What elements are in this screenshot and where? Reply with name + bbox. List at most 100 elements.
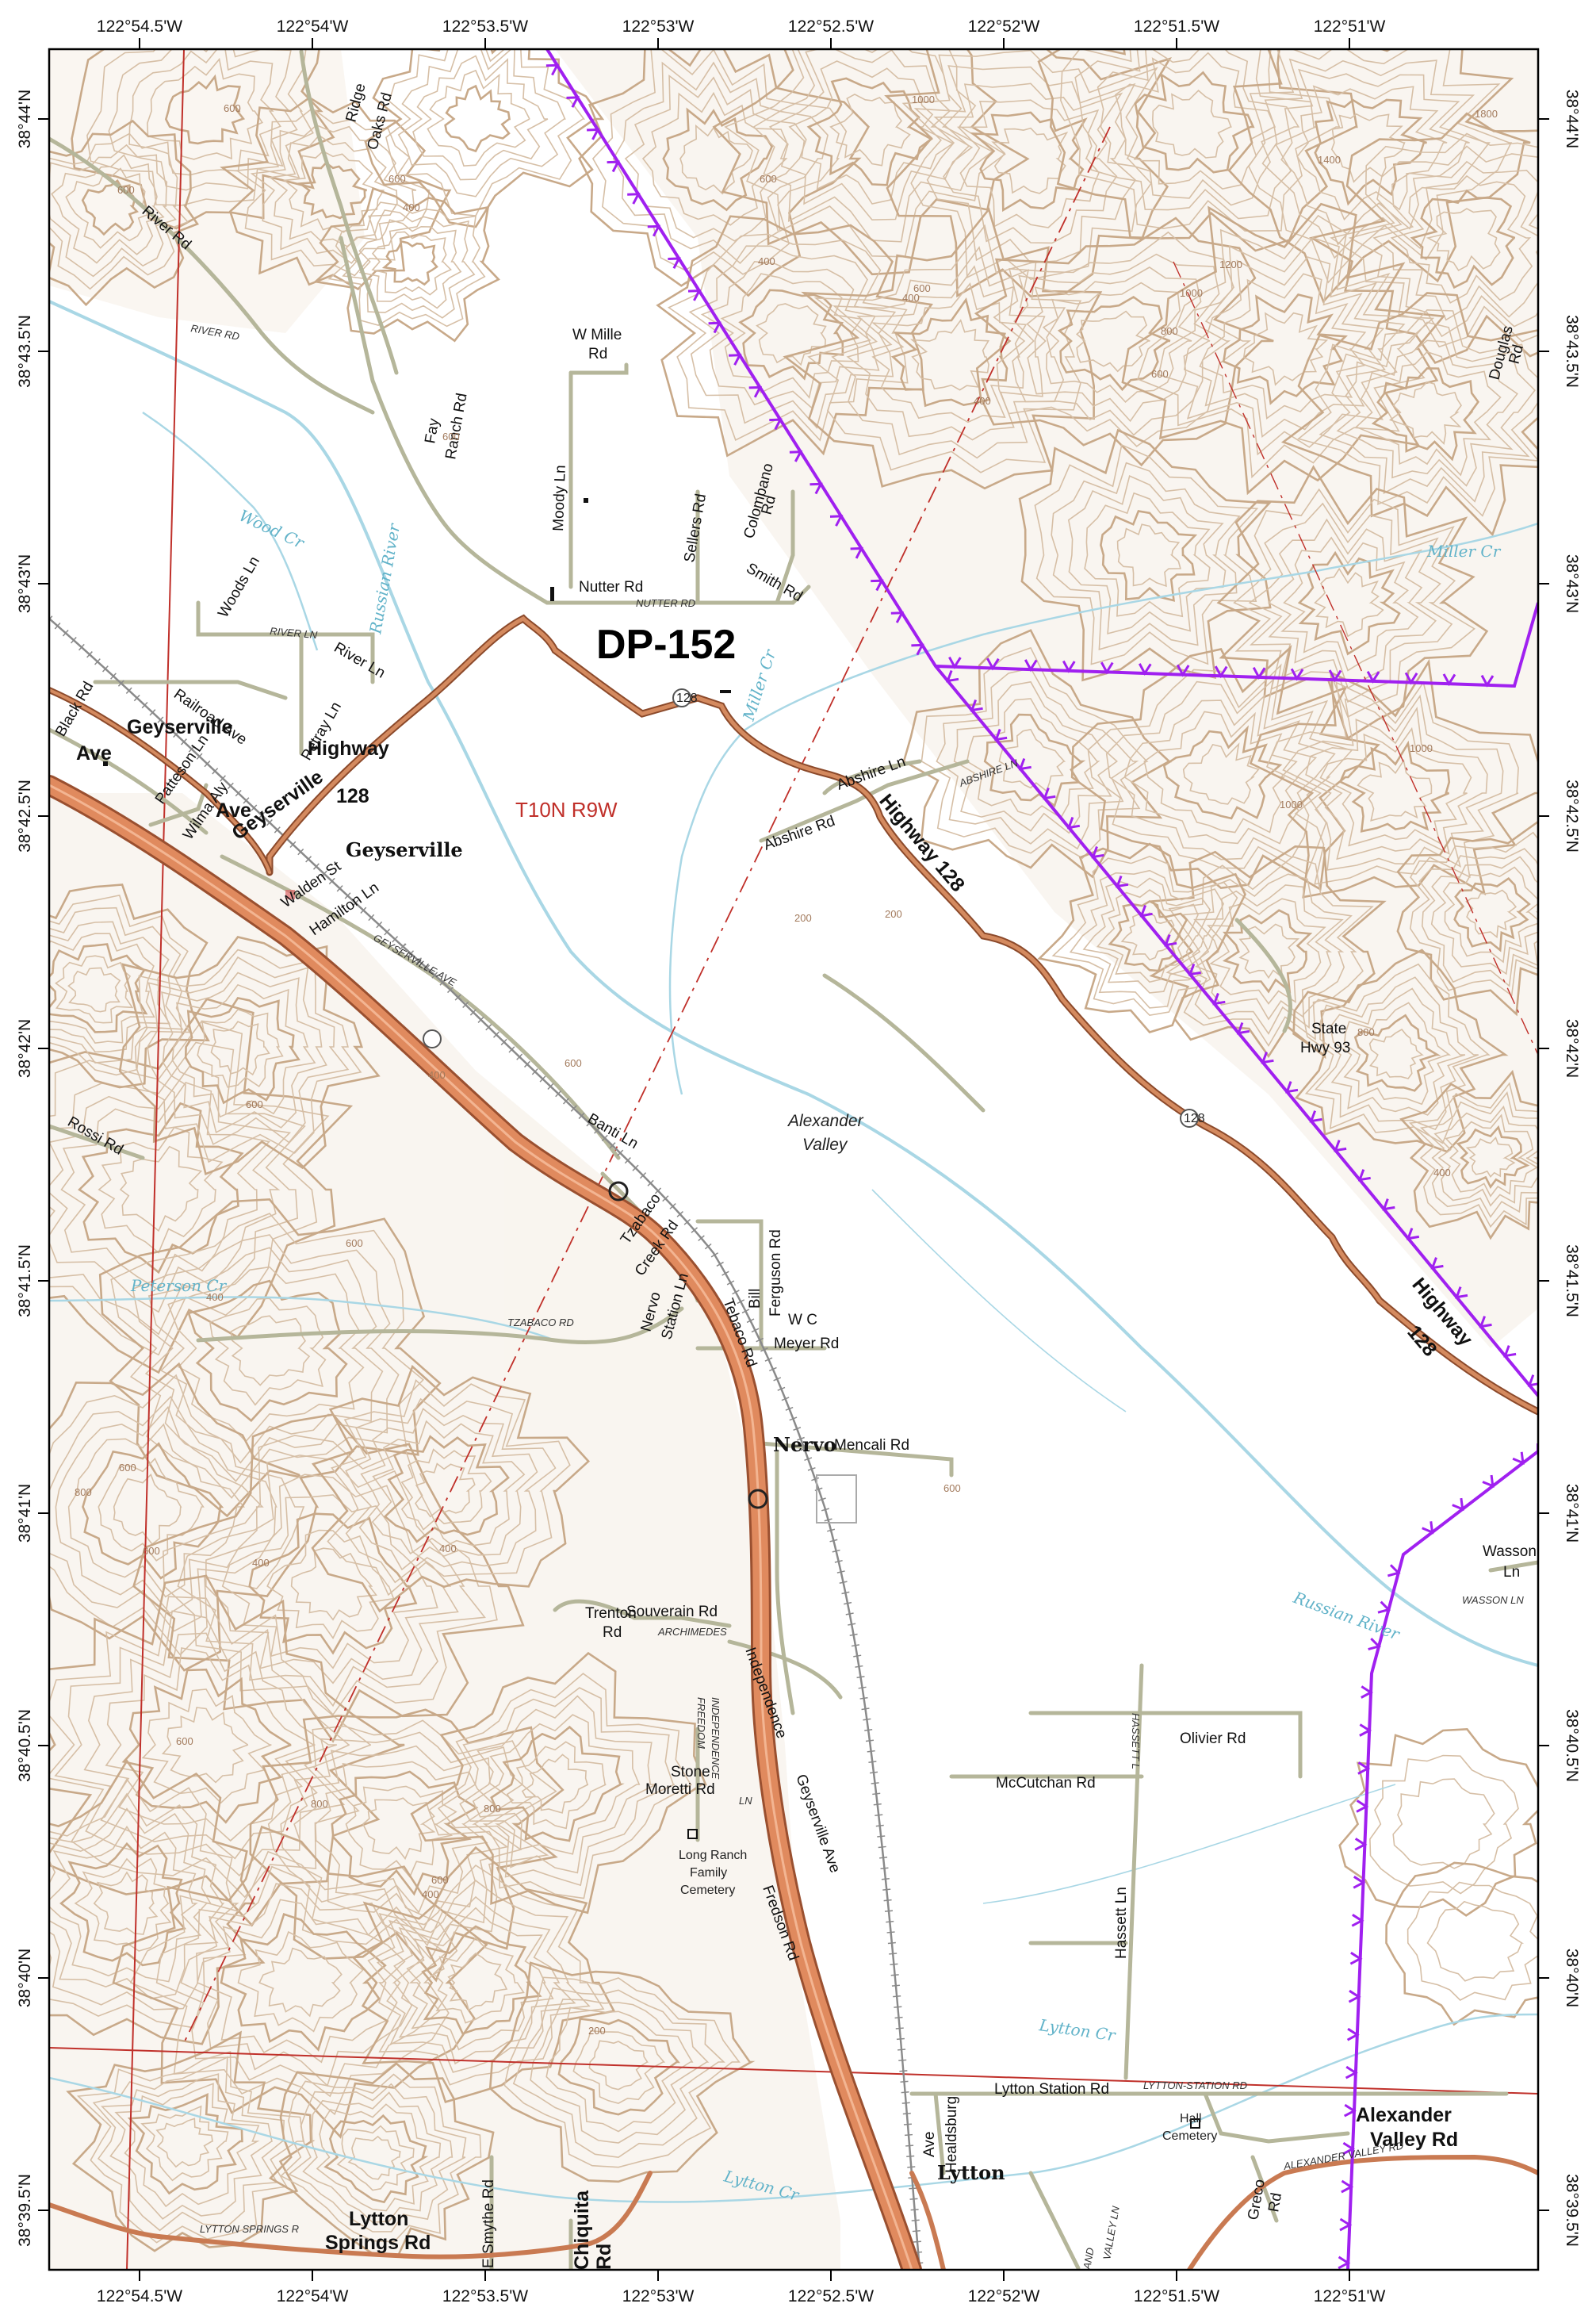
contour-line — [1242, 312, 1329, 386]
contour-line — [1087, 663, 1353, 876]
contour-line — [412, 55, 549, 181]
contour-line — [358, 219, 462, 309]
label-lytton-springs-small: LYTTON SPRINGS R — [200, 2223, 299, 2235]
contour-line — [1465, 1136, 1516, 1179]
fault-tick — [1348, 1989, 1361, 2003]
lat-label-left: 38°44'N — [16, 90, 34, 148]
contour-line — [768, 49, 974, 221]
contour-line — [788, 60, 955, 205]
contour-elevation-label: 600 — [246, 1098, 263, 1110]
contour-line — [1426, 208, 1501, 272]
fault-tick — [1024, 659, 1038, 673]
lon-label-top: 122°54.5'W — [97, 17, 182, 36]
contour-line — [1369, 1754, 1519, 1895]
fault-tick — [1512, 1451, 1525, 1465]
contour-line — [362, 1797, 436, 1861]
contour-line — [846, 265, 1046, 441]
contour-line — [712, 49, 1030, 276]
fault-tick — [1422, 1521, 1434, 1535]
contour-elevation-label: 600 — [346, 1237, 363, 1249]
point-markers — [103, 498, 1200, 2129]
label-greco-2: Rd — [1265, 2191, 1285, 2213]
fault-tick — [545, 63, 560, 76]
label-wasson-1: Wasson — [1483, 1543, 1537, 1560]
contour-line — [184, 996, 300, 1105]
contour-line — [258, 1947, 343, 2018]
contour-line — [521, 1753, 589, 1814]
contour-elevation-label: 600 — [176, 1735, 193, 1747]
contour-line — [177, 1455, 486, 1708]
lat-label-left: 38°42.5'N — [16, 780, 34, 853]
label-w-mille-1: W Mille — [572, 327, 622, 343]
cemetery-marker-long-ranch — [687, 1829, 698, 1839]
contour-line — [490, 1725, 625, 1842]
contour-line — [1105, 678, 1336, 860]
contour-line — [266, 1529, 395, 1640]
contour-line — [114, 2083, 260, 2208]
contour-line — [49, 1395, 277, 1632]
contour-line — [1430, 856, 1538, 975]
lat-label-right: 38°42'N — [1563, 1019, 1581, 1078]
contour-line — [110, 1213, 424, 1499]
fault-tick — [1334, 1140, 1347, 1152]
contour-line — [221, 1494, 438, 1669]
contour-line — [1336, 339, 1518, 487]
contour-line — [59, 1842, 186, 1967]
fault-tick — [627, 193, 641, 205]
label-chiquita-2: Rd — [593, 2244, 615, 2270]
contour-line — [147, 1247, 384, 1464]
contour-line — [235, 107, 431, 277]
contour-line — [49, 144, 177, 278]
contour-line — [933, 82, 1123, 244]
contour-line — [1084, 492, 1211, 618]
contour-line — [1372, 160, 1538, 321]
contour-elevation-label: 1000 — [1410, 742, 1433, 754]
fault-tick — [1353, 1876, 1366, 1889]
contour-elevation-label: 600 — [143, 1545, 160, 1557]
contour-elevation-label: 600 — [117, 184, 135, 196]
contour-line — [909, 319, 990, 391]
fault-tick — [1354, 1838, 1368, 1851]
fault-tick — [1430, 1257, 1444, 1270]
fault-tick — [1339, 2217, 1353, 2232]
label-lytton-springs-rd-1: Lytton — [349, 2208, 408, 2230]
contour-line — [1114, 52, 1276, 190]
fault-tick — [1480, 674, 1495, 688]
contour-line — [49, 1807, 219, 1999]
contour-line — [1096, 889, 1199, 983]
fault-tick — [1356, 1799, 1369, 1813]
contour-line — [427, 69, 530, 167]
contour-line — [1319, 321, 1536, 503]
fault-lines — [545, 49, 1538, 2270]
contour-elevation-label: 400 — [974, 395, 991, 407]
label-stone-moretti-1: Stone — [671, 1764, 710, 1780]
dashdot-boundary-2 — [1173, 261, 1538, 1056]
wood-creek — [142, 411, 319, 651]
lon-label-top: 122°51.5'W — [1134, 17, 1219, 36]
contour-line — [512, 1987, 725, 2159]
lat-label-left: 38°43'N — [16, 554, 34, 613]
contour-elevation-label: 1200 — [1219, 259, 1242, 270]
contour-line — [591, 49, 848, 275]
lon-label-top: 122°52'W — [968, 17, 1040, 36]
fault-tick — [1442, 673, 1456, 687]
lon-label-top: 122°54'W — [277, 17, 349, 36]
contour-line — [293, 1745, 515, 1932]
cemetery-marker-hall — [1190, 2118, 1200, 2129]
contour-line — [1407, 1881, 1538, 2001]
contour-line — [336, 2125, 415, 2191]
building-marker-2 — [584, 498, 588, 503]
label-and-caps: AND — [1081, 2247, 1097, 2271]
contour-line — [1207, 898, 1326, 1005]
contour-line — [1082, 877, 1211, 994]
contour-line — [983, 713, 1086, 808]
contour-line — [342, 209, 476, 319]
contour-line — [1116, 523, 1181, 588]
place-alexander-valley-1: Alexander — [787, 1112, 864, 1130]
contour-line — [1302, 963, 1491, 1144]
contour-elevation-labels: 6006006006004006006001000120014001800100… — [75, 94, 1498, 2037]
label-moody-ln: Moody Ln — [550, 465, 569, 531]
contour-line — [1280, 536, 1419, 672]
contour-line — [1419, 1091, 1538, 1218]
